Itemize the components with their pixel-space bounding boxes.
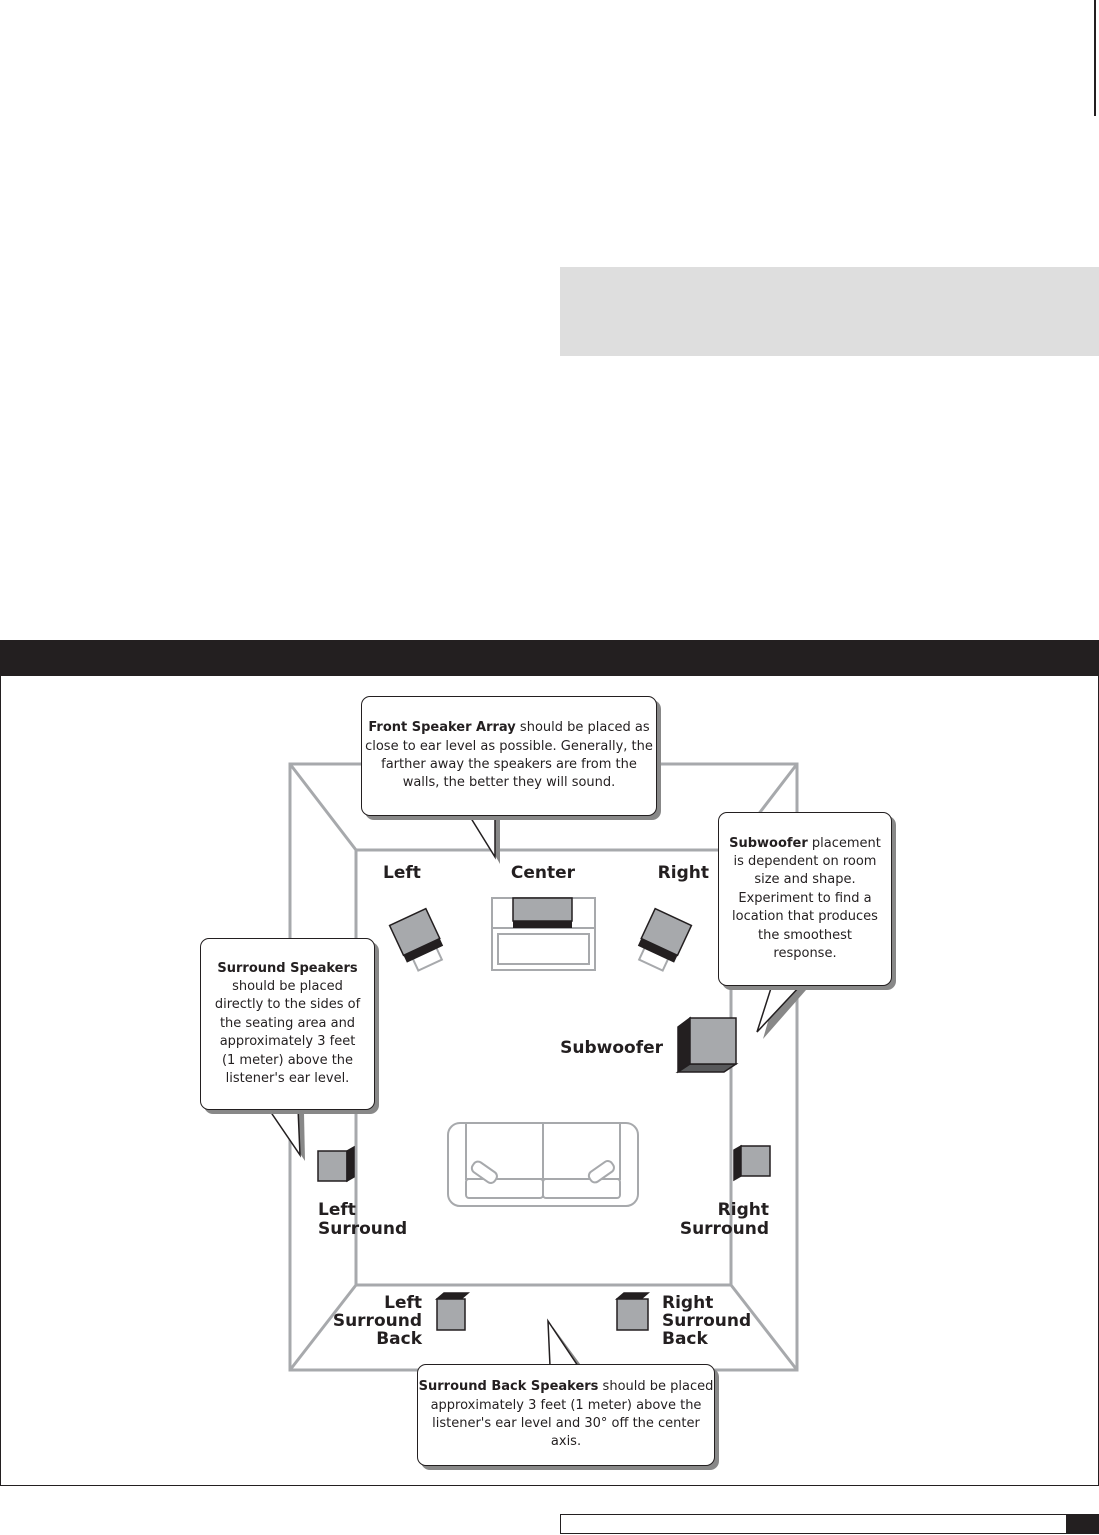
label-left-surround-back-3: Back bbox=[376, 1329, 423, 1349]
label-left: Left bbox=[383, 863, 421, 883]
surround-back-speakers-callout: Surround Back Speakers should be placed … bbox=[417, 1364, 715, 1466]
center-speaker bbox=[512, 897, 573, 928]
left-surround-speaker bbox=[317, 1145, 355, 1183]
left-surround-back-speaker bbox=[434, 1292, 471, 1331]
front-callout-title: Front Speaker Array bbox=[368, 720, 516, 736]
figure-header-band bbox=[0, 640, 1099, 676]
right-surround-speaker bbox=[733, 1144, 771, 1182]
footer-tab bbox=[1066, 1514, 1099, 1534]
subwoofer-callout-text: placement is dependent on room size and … bbox=[732, 835, 881, 962]
subwoofer-speaker bbox=[675, 1016, 739, 1074]
left-speaker bbox=[388, 907, 444, 972]
label-right-surround-back-2: Surround bbox=[662, 1311, 751, 1331]
label-right-surround-back-3: Back bbox=[662, 1329, 709, 1349]
sofa bbox=[447, 1122, 639, 1207]
margin-rule bbox=[1094, 0, 1096, 116]
surround-callout-title: Surround Speakers bbox=[217, 960, 358, 976]
label-left-surround-1: Left bbox=[318, 1200, 356, 1220]
label-right-surround-1: Right bbox=[718, 1200, 769, 1220]
surround-callout-text: should be placed directly to the sides o… bbox=[214, 978, 361, 1087]
label-left-surround-back-1: Left bbox=[384, 1293, 422, 1313]
label-right-surround-2: Surround bbox=[680, 1219, 769, 1239]
label-right: Right bbox=[658, 863, 709, 883]
surround-back-callout-title: Surround Back Speakers bbox=[418, 1379, 599, 1395]
surround-speakers-callout: Surround Speakers should be placed direc… bbox=[200, 938, 375, 1110]
surround-back-callout-text: should be placed approximately 3 feet (1… bbox=[430, 1379, 714, 1450]
center-speaker-stand bbox=[491, 897, 596, 971]
label-left-surround-2: Surround bbox=[318, 1219, 407, 1239]
callout-tails bbox=[266, 814, 806, 1368]
front-callout-text: should be placed as close to ear level a… bbox=[365, 720, 653, 791]
subwoofer-callout-title: Subwoofer bbox=[729, 835, 808, 851]
label-center: Center bbox=[511, 863, 576, 883]
label-right-surround-back-1: Right bbox=[662, 1293, 713, 1313]
footer-box bbox=[560, 1514, 1067, 1534]
front-speaker-array-callout: Front Speaker Array should be placed as … bbox=[361, 696, 657, 816]
label-left-surround-back-2: Surround bbox=[333, 1311, 422, 1331]
right-surround-back-speaker bbox=[614, 1292, 651, 1331]
label-subwoofer: Subwoofer bbox=[560, 1038, 664, 1058]
gray-note-box bbox=[560, 267, 1099, 356]
right-speaker bbox=[637, 907, 693, 972]
subwoofer-callout: Subwoofer placement is dependent on room… bbox=[718, 812, 892, 986]
